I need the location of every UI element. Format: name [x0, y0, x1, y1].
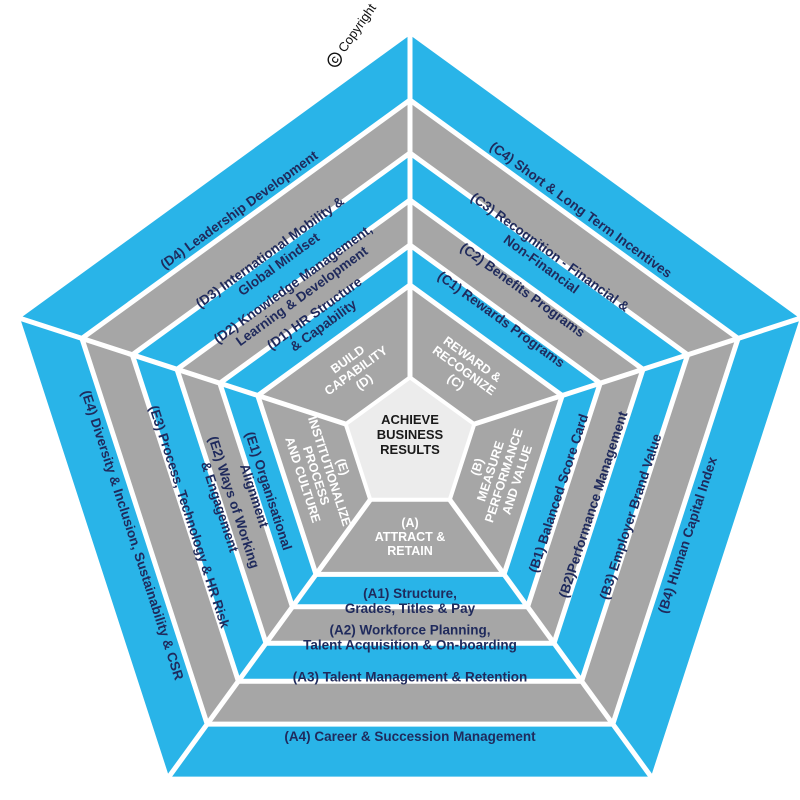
- core-label-a: (A)ATTRACT &RETAIN: [375, 516, 446, 558]
- core-labels: (A)ATTRACT &RETAIN(B)MEASUREPERFORMANCEA…: [282, 334, 535, 558]
- center-hub-shape: [344, 376, 476, 501]
- ring-label-a1: (A1) Structure,Grades, Titles & Pay: [345, 586, 476, 616]
- core-label-a-line: RETAIN: [387, 544, 433, 558]
- copyright-icon: [327, 52, 342, 67]
- center-text-line: RESULTS: [380, 442, 440, 457]
- core-label-b-line: (B): [468, 456, 487, 477]
- core-label-a-line: (A): [401, 516, 418, 530]
- outer-border: [15, 30, 800, 781]
- ring-label-a3-line: (A3) Talent Management & Retention: [293, 669, 528, 684]
- core-label-a-line: ATTRACT &: [375, 530, 446, 544]
- ring-label-a3: (A3) Talent Management & Retention: [293, 669, 528, 684]
- ring-label-a2-line: Talent Acquisition & On-boarding: [303, 638, 517, 653]
- ring-label-a2-line: (A2) Workforce Planning,: [329, 623, 490, 638]
- copyright-icon-letter: C: [329, 54, 341, 65]
- ring-label-a2: (A2) Workforce Planning,Talent Acquisiti…: [303, 623, 517, 653]
- ring-label-a4: (A4) Career & Succession Management: [284, 729, 536, 744]
- core-label-e-line: (E): [333, 457, 351, 477]
- spoke-separator: [16, 315, 349, 428]
- ring-label-a1-line: Grades, Titles & Pay: [345, 601, 476, 616]
- spoke-separator: [165, 496, 374, 781]
- spoke-separators: [16, 32, 800, 781]
- ring-label-a4-line: (A4) Career & Succession Management: [284, 729, 536, 744]
- center-text-line: ACHIEVE: [381, 412, 439, 427]
- center-text-line: BUSINESS: [377, 427, 444, 442]
- spoke-separator: [471, 315, 800, 428]
- spoke-separator: [446, 496, 655, 781]
- copyright-text: Copyright: [335, 0, 379, 54]
- ring-label-a1-line: (A1) Structure,: [363, 586, 457, 601]
